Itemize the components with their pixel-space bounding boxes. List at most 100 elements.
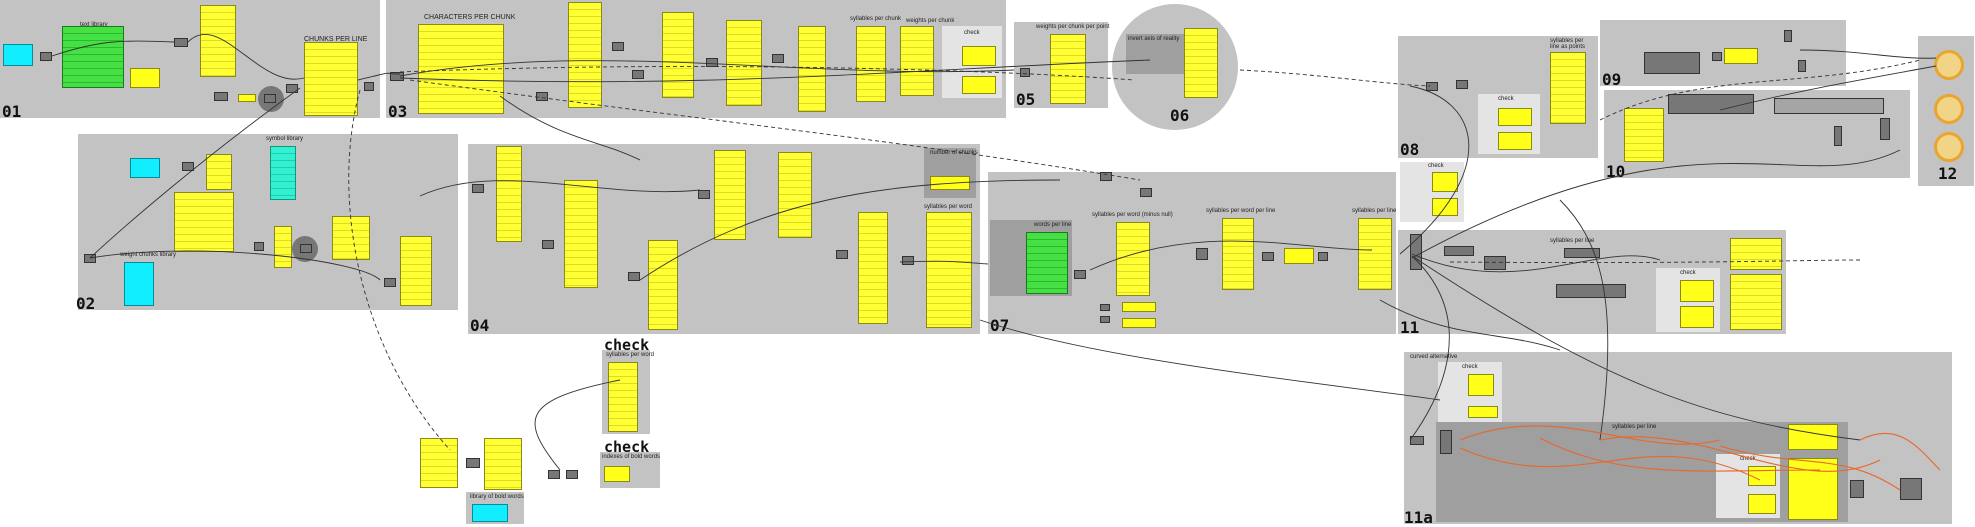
component-node[interactable] <box>706 58 718 67</box>
bold-words-library-panel[interactable] <box>472 504 508 522</box>
panel[interactable] <box>1432 198 1458 216</box>
bold-words-library-group[interactable]: library of bold words <box>466 492 524 524</box>
check-group[interactable]: check <box>1716 454 1780 518</box>
check-group[interactable]: check <box>1438 362 1502 428</box>
panel[interactable] <box>962 76 996 94</box>
check-syllables-per-word-group[interactable]: syllables per word <box>602 350 654 434</box>
component-node[interactable] <box>1262 252 1274 261</box>
component-node[interactable] <box>1196 248 1208 260</box>
panel[interactable] <box>1498 108 1532 126</box>
panel[interactable] <box>484 438 522 490</box>
component-node[interactable] <box>1410 234 1422 270</box>
group-01[interactable]: 01 text library CHUNKS PER LINE <box>0 0 380 120</box>
panel[interactable] <box>400 236 432 306</box>
component-node[interactable] <box>566 470 578 479</box>
component-node[interactable] <box>214 92 228 101</box>
panel[interactable] <box>858 212 888 324</box>
component-node[interactable] <box>264 94 276 103</box>
group-11a[interactable]: 11a curved alternative check syllables p… <box>1404 352 1952 526</box>
panel[interactable] <box>568 2 602 108</box>
panel[interactable] <box>274 226 292 268</box>
component-node[interactable] <box>1456 80 1468 89</box>
check-group[interactable]: check <box>1656 268 1720 332</box>
panel[interactable] <box>1432 172 1458 192</box>
panel[interactable] <box>206 154 232 190</box>
component-node[interactable] <box>1774 98 1884 114</box>
panel[interactable] <box>1748 466 1776 486</box>
output-preview[interactable] <box>1934 132 1964 162</box>
component-node[interactable] <box>384 278 396 287</box>
component-node[interactable] <box>612 42 624 51</box>
panel[interactable] <box>1680 280 1714 302</box>
group-05[interactable]: 05 weights per chunk per point <box>1014 22 1109 108</box>
syllables-per-line-inner-group[interactable]: syllables per line check <box>1436 422 1848 522</box>
component-node[interactable] <box>1074 270 1086 279</box>
component-node[interactable] <box>466 458 480 468</box>
chunks-per-line-panel[interactable] <box>304 42 358 116</box>
characters-per-chunk-panel[interactable] <box>418 24 504 114</box>
panel[interactable] <box>496 146 522 242</box>
panel[interactable] <box>200 5 236 77</box>
panel[interactable] <box>778 152 812 238</box>
component-node[interactable] <box>1100 304 1110 311</box>
words-per-line-panel[interactable] <box>1026 232 1068 294</box>
component-node[interactable] <box>1556 284 1626 298</box>
panel[interactable] <box>798 26 826 112</box>
group-02[interactable]: 02 symbol library weight chunks library <box>76 134 458 312</box>
panel[interactable] <box>1468 374 1494 396</box>
panel[interactable] <box>1550 52 1586 124</box>
panel[interactable] <box>332 216 370 260</box>
component-node[interactable] <box>1410 436 1424 445</box>
component-node[interactable] <box>390 72 404 81</box>
output-preview[interactable] <box>1934 50 1964 80</box>
component-node[interactable] <box>1644 52 1700 74</box>
panel[interactable] <box>714 150 746 240</box>
panel[interactable] <box>1624 108 1664 162</box>
group-09[interactable]: 09 <box>1600 20 1846 88</box>
panel[interactable] <box>604 466 630 482</box>
component-node[interactable] <box>472 184 484 193</box>
panel[interactable] <box>962 46 996 66</box>
group-10[interactable]: 10 <box>1604 90 1910 180</box>
weight-chunks-library-panel[interactable] <box>124 262 154 306</box>
panel[interactable] <box>1748 494 1776 514</box>
component-node[interactable] <box>1440 430 1452 454</box>
component-node[interactable] <box>1798 60 1806 72</box>
panel[interactable] <box>1788 424 1838 450</box>
component-node[interactable] <box>1900 478 1922 500</box>
component-node[interactable] <box>628 272 640 281</box>
component-node[interactable] <box>1020 68 1030 77</box>
panel[interactable] <box>1680 306 1714 328</box>
component-node[interactable] <box>1668 94 1754 114</box>
text-input-panel[interactable] <box>3 44 33 66</box>
component-node[interactable] <box>1712 52 1722 61</box>
panel[interactable] <box>564 180 598 288</box>
panel[interactable] <box>930 176 970 190</box>
output-preview[interactable] <box>1934 94 1964 124</box>
weights-per-chunk-panel[interactable] <box>900 26 934 96</box>
component-node[interactable] <box>1484 256 1506 270</box>
panel[interactable] <box>1788 458 1838 520</box>
panel[interactable] <box>1222 218 1254 290</box>
invert-axis-group[interactable]: invert axis of reality <box>1126 34 1190 74</box>
group-07[interactable]: 07 words per line syllables per word (mi… <box>988 172 1396 334</box>
panel[interactable] <box>662 12 694 98</box>
component-node[interactable] <box>1850 480 1864 498</box>
component-node[interactable] <box>632 70 644 79</box>
check-group[interactable]: check <box>1478 94 1540 154</box>
component-node[interactable] <box>1880 118 1890 140</box>
panel[interactable] <box>1050 34 1086 104</box>
group-08[interactable]: 08 check syllables per line as points <box>1398 36 1598 158</box>
component-node[interactable] <box>254 242 264 251</box>
syllables-per-line-panel[interactable] <box>1358 218 1392 290</box>
text-library-panel[interactable] <box>62 26 124 88</box>
component-node[interactable] <box>902 256 914 265</box>
panel[interactable] <box>1122 302 1156 312</box>
component-node[interactable] <box>1444 246 1474 256</box>
group-03[interactable]: 03 CHARACTERS PER CHUNK syllables per ch… <box>386 0 1006 120</box>
component-node[interactable] <box>1564 248 1600 258</box>
check-indexes-group[interactable]: indexes of bold words <box>600 452 660 488</box>
component-node[interactable] <box>1834 126 1842 146</box>
check-group-11-top[interactable]: check <box>1400 162 1464 222</box>
